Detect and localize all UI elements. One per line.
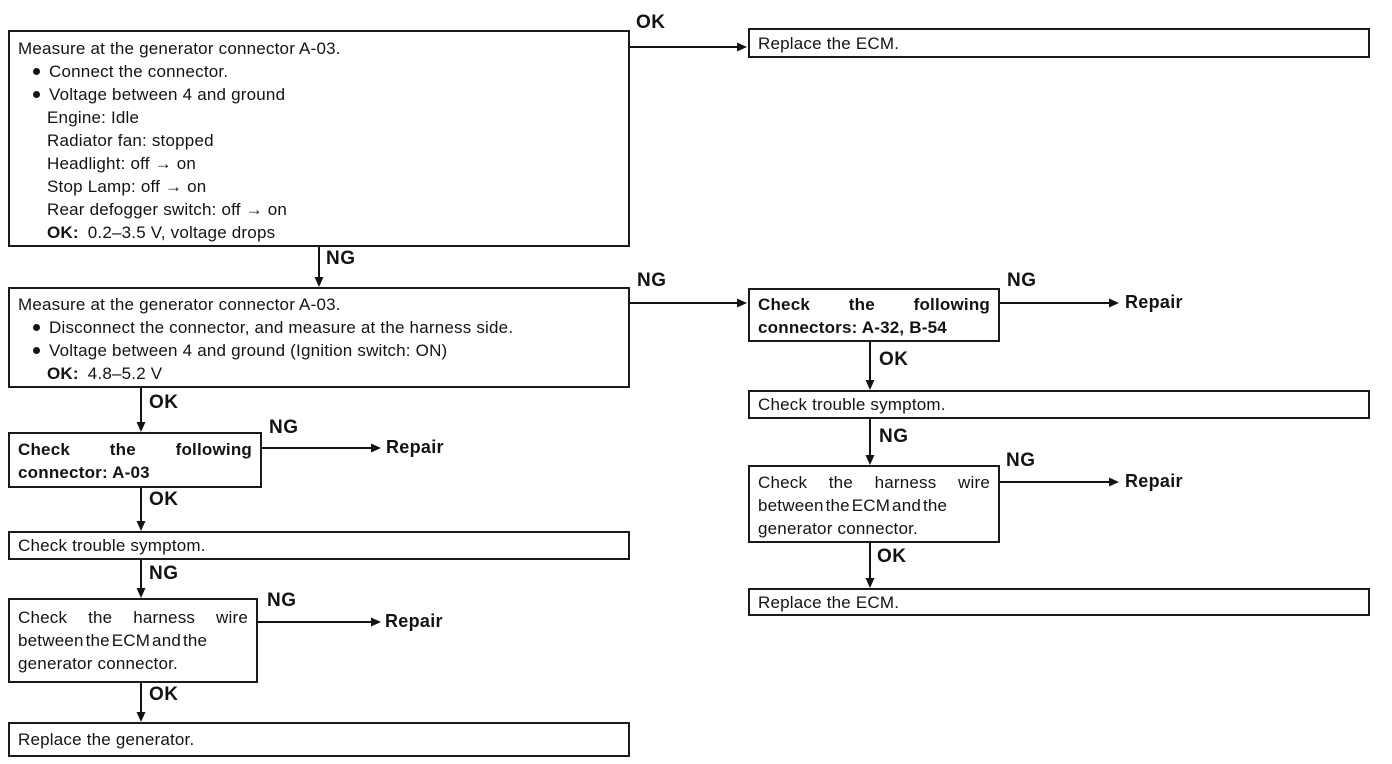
bullet-icon: [33, 324, 40, 332]
condition-line: Engine: Idle: [47, 108, 140, 127]
edge-label-ok: OK: [149, 684, 179, 705]
repair-terminal: Repair: [385, 611, 443, 631]
flow-box-check-trouble-left: Check trouble symptom.: [8, 531, 630, 560]
box-line: Check the following: [758, 295, 990, 314]
flow-box-check-connector-a03: Check the following connector: A-03: [8, 432, 262, 488]
bullet-text: Connect the connector.: [49, 62, 229, 81]
edge-label-ng: NG: [879, 426, 909, 447]
flow-box-replace-ecm-top: Replace the ECM.: [748, 28, 1370, 58]
bullet-icon: [33, 68, 40, 76]
edge-label-ng: NG: [326, 248, 356, 269]
edge-label-ok: OK: [149, 489, 179, 510]
box-text: Check trouble symptom.: [758, 395, 946, 414]
flow-box-measure-connected: Measure at the generator connector A-03.…: [8, 30, 630, 247]
flow-box-replace-ecm-bottom: Replace the ECM.: [748, 588, 1370, 616]
bullet-icon: [33, 347, 40, 355]
ok-spec-line: OK: 4.8–5.2 V: [18, 362, 620, 385]
box-line: generator connector.: [18, 654, 178, 673]
repair-terminal: Repair: [1125, 292, 1183, 312]
ok-spec-label: OK:: [47, 364, 79, 383]
repair-terminal: Repair: [1125, 471, 1183, 491]
condition-line: Rear defogger switch: off → on: [47, 200, 288, 219]
repair-terminal: Repair: [386, 437, 444, 457]
condition-line: Headlight: off → on: [47, 154, 197, 173]
box-line: connector: A-03: [18, 463, 150, 482]
box-text: Replace the ECM.: [758, 33, 900, 53]
edge-label-ng: NG: [269, 417, 299, 438]
box-title: Measure at the generator connector A-03.: [18, 295, 341, 314]
bullet-icon: [33, 91, 40, 99]
flow-box-check-connectors-a32-b54: Check the following connectors: A-32, B-…: [748, 288, 1000, 342]
edge-label-ng: NG: [149, 563, 179, 584]
bullet-text: Voltage between 4 and ground: [49, 85, 286, 104]
box-line: Check the harness wire: [758, 473, 990, 492]
edge-label-ok: OK: [149, 392, 179, 413]
condition-line: Radiator fan: stopped: [47, 131, 214, 150]
box-line: generator connector.: [758, 519, 918, 538]
box-text: Check trouble symptom.: [18, 536, 206, 555]
box-line: Check the harness wire: [18, 608, 248, 627]
bullet-line: Connect the connector.: [18, 60, 620, 83]
edge-label-ok: OK: [879, 349, 909, 370]
box-text: Replace the ECM.: [758, 592, 900, 612]
bullet-text: Voltage between 4 and ground (Ignition s…: [49, 341, 448, 360]
ok-spec-label: OK:: [47, 223, 79, 242]
box-line: connectors: A-32, B-54: [758, 318, 947, 337]
bullet-line: Voltage between 4 and ground (Ignition s…: [18, 339, 620, 362]
box-line: Check the following: [18, 440, 252, 459]
flow-box-harness-wire-right: Check the harness wire between the ECM a…: [748, 465, 1000, 543]
edge-label-ng: NG: [1007, 270, 1037, 291]
edge-label-ok: OK: [877, 546, 907, 567]
flow-box-check-trouble-right: Check trouble symptom.: [748, 390, 1370, 419]
bullet-text: Disconnect the connector, and measure at…: [49, 318, 514, 337]
edge-label-ng: NG: [1006, 450, 1036, 471]
flow-box-replace-generator: Replace the generator.: [8, 722, 630, 757]
ok-spec-value: 4.8–5.2 V: [87, 364, 163, 383]
bullet-line: Disconnect the connector, and measure at…: [18, 316, 620, 339]
box-line: between the ECM and the: [758, 496, 948, 515]
box-text: Replace the generator.: [18, 730, 195, 749]
bullet-line: Voltage between 4 and ground: [18, 83, 620, 106]
box-title: Measure at the generator connector A-03.: [18, 39, 341, 58]
flow-box-measure-harness: Measure at the generator connector A-03.…: [8, 287, 630, 388]
flow-box-harness-wire-left: Check the harness wire between the ECM a…: [8, 598, 258, 683]
ok-spec-line: OK: 0.2–3.5 V, voltage drops: [18, 221, 620, 244]
edge-label-ok: OK: [636, 12, 666, 33]
ok-spec-value: 0.2–3.5 V, voltage drops: [87, 223, 276, 242]
condition-line: Stop Lamp: off → on: [47, 177, 207, 196]
edge-label-ng: NG: [637, 270, 667, 291]
box-line: between the ECM and the: [18, 631, 208, 650]
edge-label-ng: NG: [267, 590, 297, 611]
